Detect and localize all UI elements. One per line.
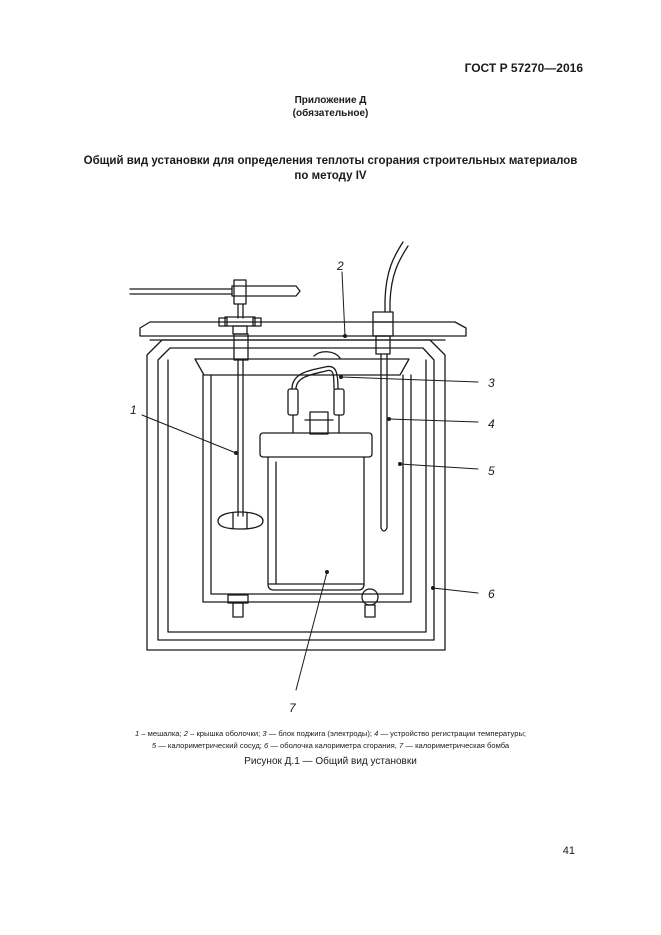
- temperature-sensor: [372, 241, 409, 532]
- calorimetric-vessel: [194, 358, 412, 603]
- legend-line-1: 1 – мешалка; 2 – крышка оболочки; 3 — бл…: [0, 728, 661, 740]
- title-line-2: по методу IV: [294, 170, 367, 182]
- title-line-1: Общий вид установки для определения тепл…: [83, 155, 578, 167]
- legend-item: 6 — оболочка калориметра сгорания,: [263, 741, 399, 750]
- vessel-supports: [227, 588, 379, 618]
- callout-6: 6: [488, 587, 495, 601]
- callout-3: 3: [488, 376, 495, 390]
- legend-item: 4 — устройство регистрации температуры;: [374, 729, 527, 738]
- document-code: ГОСТ Р 57270—2016: [464, 61, 583, 75]
- legend-item: 3 — блок поджига (электроды);: [262, 729, 375, 738]
- jacket-lid: [139, 321, 467, 341]
- appendix-status: (обязательное): [292, 108, 369, 119]
- figure-legend: 1 – мешалка; 2 – крышка оболочки; 3 — бл…: [0, 728, 661, 752]
- appendix-heading: Приложение Д (обязательное): [0, 94, 661, 120]
- legend-line-2: 5 — калориметрический сосуд; 6 — оболочк…: [0, 740, 661, 752]
- appendix-label: Приложение Д: [294, 95, 367, 106]
- page-number: 41: [562, 845, 575, 857]
- stirrer: [129, 279, 301, 530]
- callout-7: 7: [289, 701, 297, 715]
- figure-title: Общий вид установки для определения тепл…: [0, 154, 661, 184]
- legend-item: 7 — калориметрическая бомба: [399, 741, 510, 750]
- ignition-unit: [291, 351, 341, 390]
- callout-4: 4: [488, 417, 495, 431]
- callout-points: [234, 334, 435, 590]
- callout-2: 2: [336, 259, 344, 273]
- calorimetric-bomb: [259, 388, 373, 591]
- callout-leaders: [141, 271, 479, 691]
- figure-caption: Рисунок Д.1 — Общий вид установки: [244, 756, 417, 767]
- callout-5: 5: [488, 464, 495, 478]
- legend-item: 1 – мешалка;: [134, 729, 184, 738]
- legend-item: 2 – крышка оболочки;: [183, 729, 263, 738]
- callout-1: 1: [130, 403, 137, 417]
- legend-item: 5 — калориметрический сосуд;: [151, 741, 264, 750]
